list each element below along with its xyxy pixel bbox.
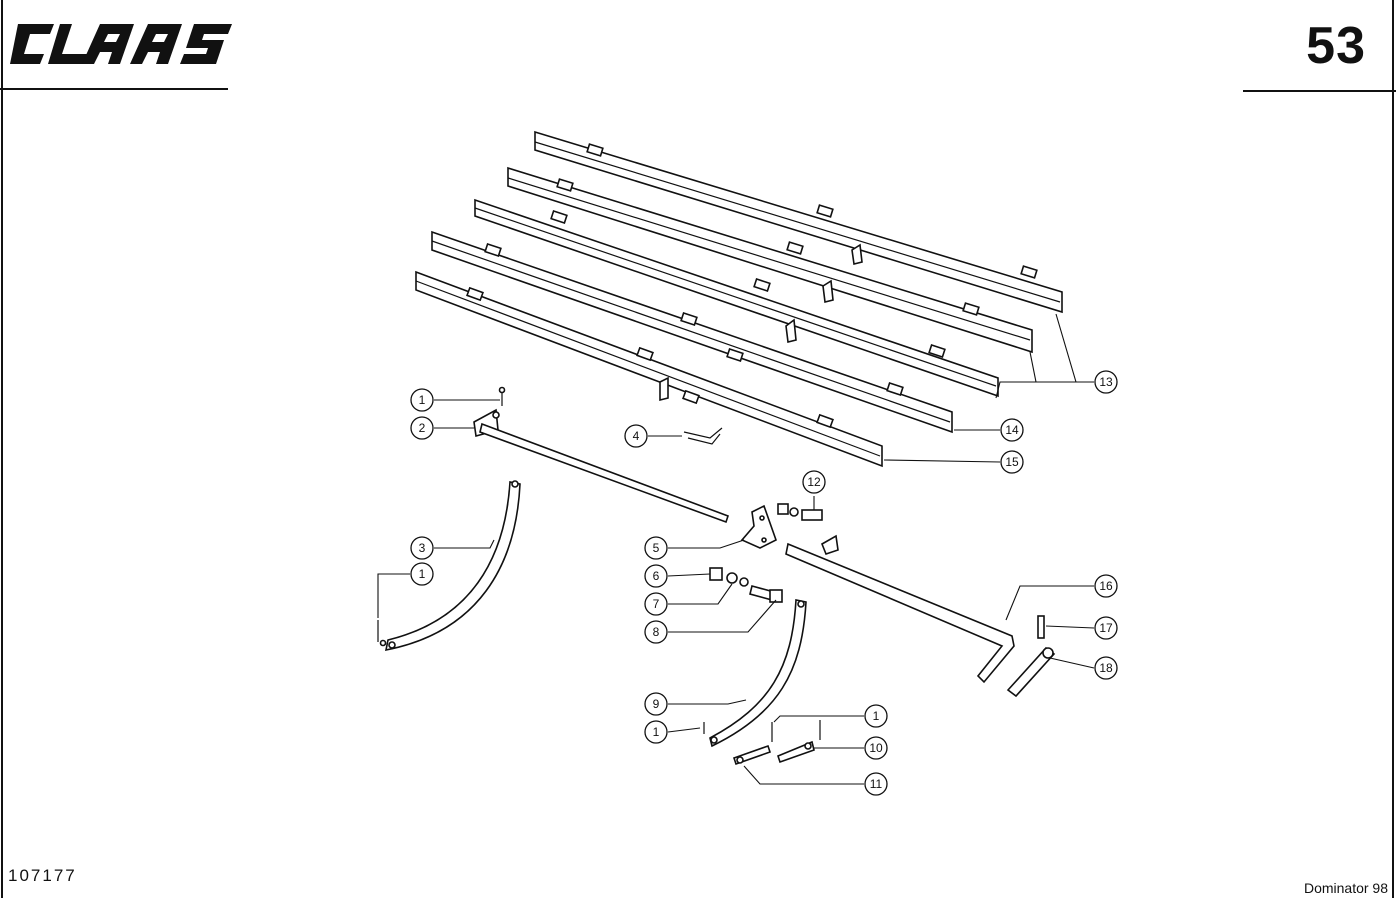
sieve-bar-1: [534, 130, 1063, 314]
svg-text:14: 14: [1005, 423, 1019, 437]
svg-text:1: 1: [419, 393, 426, 407]
svg-text:17: 17: [1099, 621, 1113, 635]
model-name: Dominator 98: [1303, 880, 1388, 896]
svg-text:9: 9: [653, 697, 660, 711]
callout-6: 6: [644, 564, 668, 588]
sieve-bar-3: [474, 198, 999, 398]
leader-lines: [377, 313, 1095, 785]
pin-and-link: [1006, 615, 1056, 698]
sieve-bars: [415, 130, 1063, 468]
svg-text:4: 4: [633, 429, 640, 443]
callout-13: 13: [1094, 370, 1118, 394]
svg-text:18: 18: [1099, 661, 1113, 675]
hanger-left: [377, 480, 521, 652]
callout-14: 14: [1000, 418, 1024, 442]
callout-1d: 1: [864, 704, 888, 728]
drawing-code: 107177: [8, 866, 77, 885]
callout-3: 3: [410, 536, 434, 560]
page-number: 53: [1306, 17, 1366, 75]
links: [732, 720, 821, 766]
svg-text:1: 1: [653, 725, 660, 739]
callout-1a: 1: [410, 388, 434, 412]
svg-text:7: 7: [653, 597, 660, 611]
callout-8: 8: [644, 620, 668, 644]
svg-text:11: 11: [870, 777, 883, 791]
callout-11: 11: [864, 772, 888, 796]
header-rule-right: [1243, 90, 1396, 92]
callout-17: 17: [1094, 616, 1118, 640]
callout-1b: 1: [410, 562, 434, 586]
callout-5: 5: [644, 536, 668, 560]
sieve-bar-5: [415, 270, 883, 468]
callout-16: 16: [1094, 574, 1118, 598]
hanger-right: [703, 599, 807, 748]
svg-text:1: 1: [419, 567, 426, 581]
sieve-bar-4: [431, 230, 953, 434]
callout-2: 2: [410, 416, 434, 440]
header-rule-left: [0, 88, 228, 90]
u-clip: [683, 427, 723, 445]
callout-1c: 1: [644, 720, 668, 744]
svg-text:13: 13: [1099, 375, 1113, 389]
long-arm: [785, 534, 1015, 684]
svg-text:10: 10: [869, 741, 883, 755]
sieve-bar-2: [507, 166, 1033, 354]
svg-text:6: 6: [653, 569, 660, 583]
rod-assembly: [473, 386, 730, 524]
callout-9: 9: [644, 692, 668, 716]
svg-text:8: 8: [653, 625, 660, 639]
svg-text:12: 12: [807, 475, 821, 489]
svg-text:15: 15: [1005, 455, 1019, 469]
callout-15: 15: [1000, 450, 1024, 474]
callout-12: 12: [802, 470, 826, 494]
svg-text:2: 2: [419, 421, 426, 435]
hardware-set: [709, 567, 783, 603]
callouts: 1 2 3 1 4 5 6 7 8 9 1 1 10 11 12 13 14 1…: [410, 370, 1118, 796]
svg-text:1: 1: [873, 709, 880, 723]
callout-4: 4: [624, 424, 648, 448]
callout-7: 7: [644, 592, 668, 616]
svg-text:3: 3: [419, 541, 426, 555]
callout-18: 18: [1094, 656, 1118, 680]
svg-text:5: 5: [653, 541, 660, 555]
svg-text:16: 16: [1099, 579, 1113, 593]
mounting-bracket: [740, 503, 823, 549]
claas-logo: [10, 24, 232, 64]
callout-10: 10: [864, 736, 888, 760]
